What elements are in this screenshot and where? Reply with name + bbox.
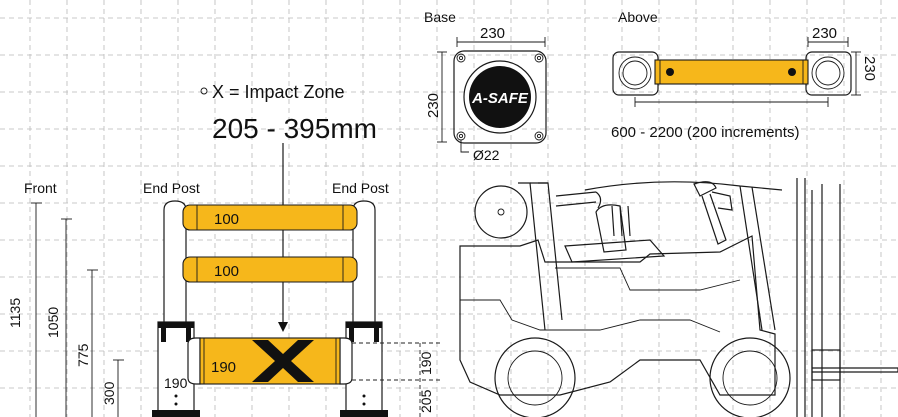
right-190-dim: 190: [418, 351, 434, 375]
height-300: 300: [101, 381, 117, 405]
impact-x-mark-icon: [252, 340, 314, 382]
bolt-diameter-dim: Ø22: [473, 147, 500, 163]
base-view: Base 230 230 A-SAFE Ø22: [424, 9, 547, 163]
end-post-right-label: End Post: [332, 180, 389, 196]
front-height-dims: Front 1135 1050 775 300: [7, 180, 124, 417]
front-barrier: End Post End Post 100 100 190: [143, 180, 440, 417]
span-dim: 600 - 2200 (200 increments): [611, 124, 799, 141]
height-1135: 1135: [7, 298, 23, 328]
above-label: Above: [618, 9, 658, 25]
bottom-rail-value: 190: [211, 359, 236, 376]
above-view: Above 230 230 600 - 2200 (200 increments…: [611, 9, 878, 141]
impact-zone-callout: X = Impact Zone 205 - 395mm: [200, 82, 377, 332]
post-190-dim: 190: [164, 375, 188, 391]
forklift-illustration: [459, 178, 898, 417]
impact-zone-label: X = Impact Zone: [212, 82, 345, 102]
logo-text: A-SAFE: [471, 90, 529, 107]
above-height-dim: 230: [861, 56, 878, 81]
height-1050: 1050: [45, 307, 61, 338]
above-width-dim: 230: [812, 25, 837, 42]
top-rail-value: 100: [214, 211, 239, 228]
a-safe-logo-icon: [469, 66, 531, 128]
height-775: 775: [75, 343, 91, 367]
base-height-dim: 230: [425, 93, 442, 118]
base-width-dim: 230: [480, 25, 505, 42]
right-205-dim: 205: [418, 389, 434, 413]
end-post-left-label: End Post: [143, 180, 200, 196]
impact-range-value: 205 - 395mm: [212, 113, 377, 144]
front-label: Front: [24, 180, 57, 196]
base-label: Base: [424, 9, 456, 25]
middle-rail-value: 100: [214, 263, 239, 280]
